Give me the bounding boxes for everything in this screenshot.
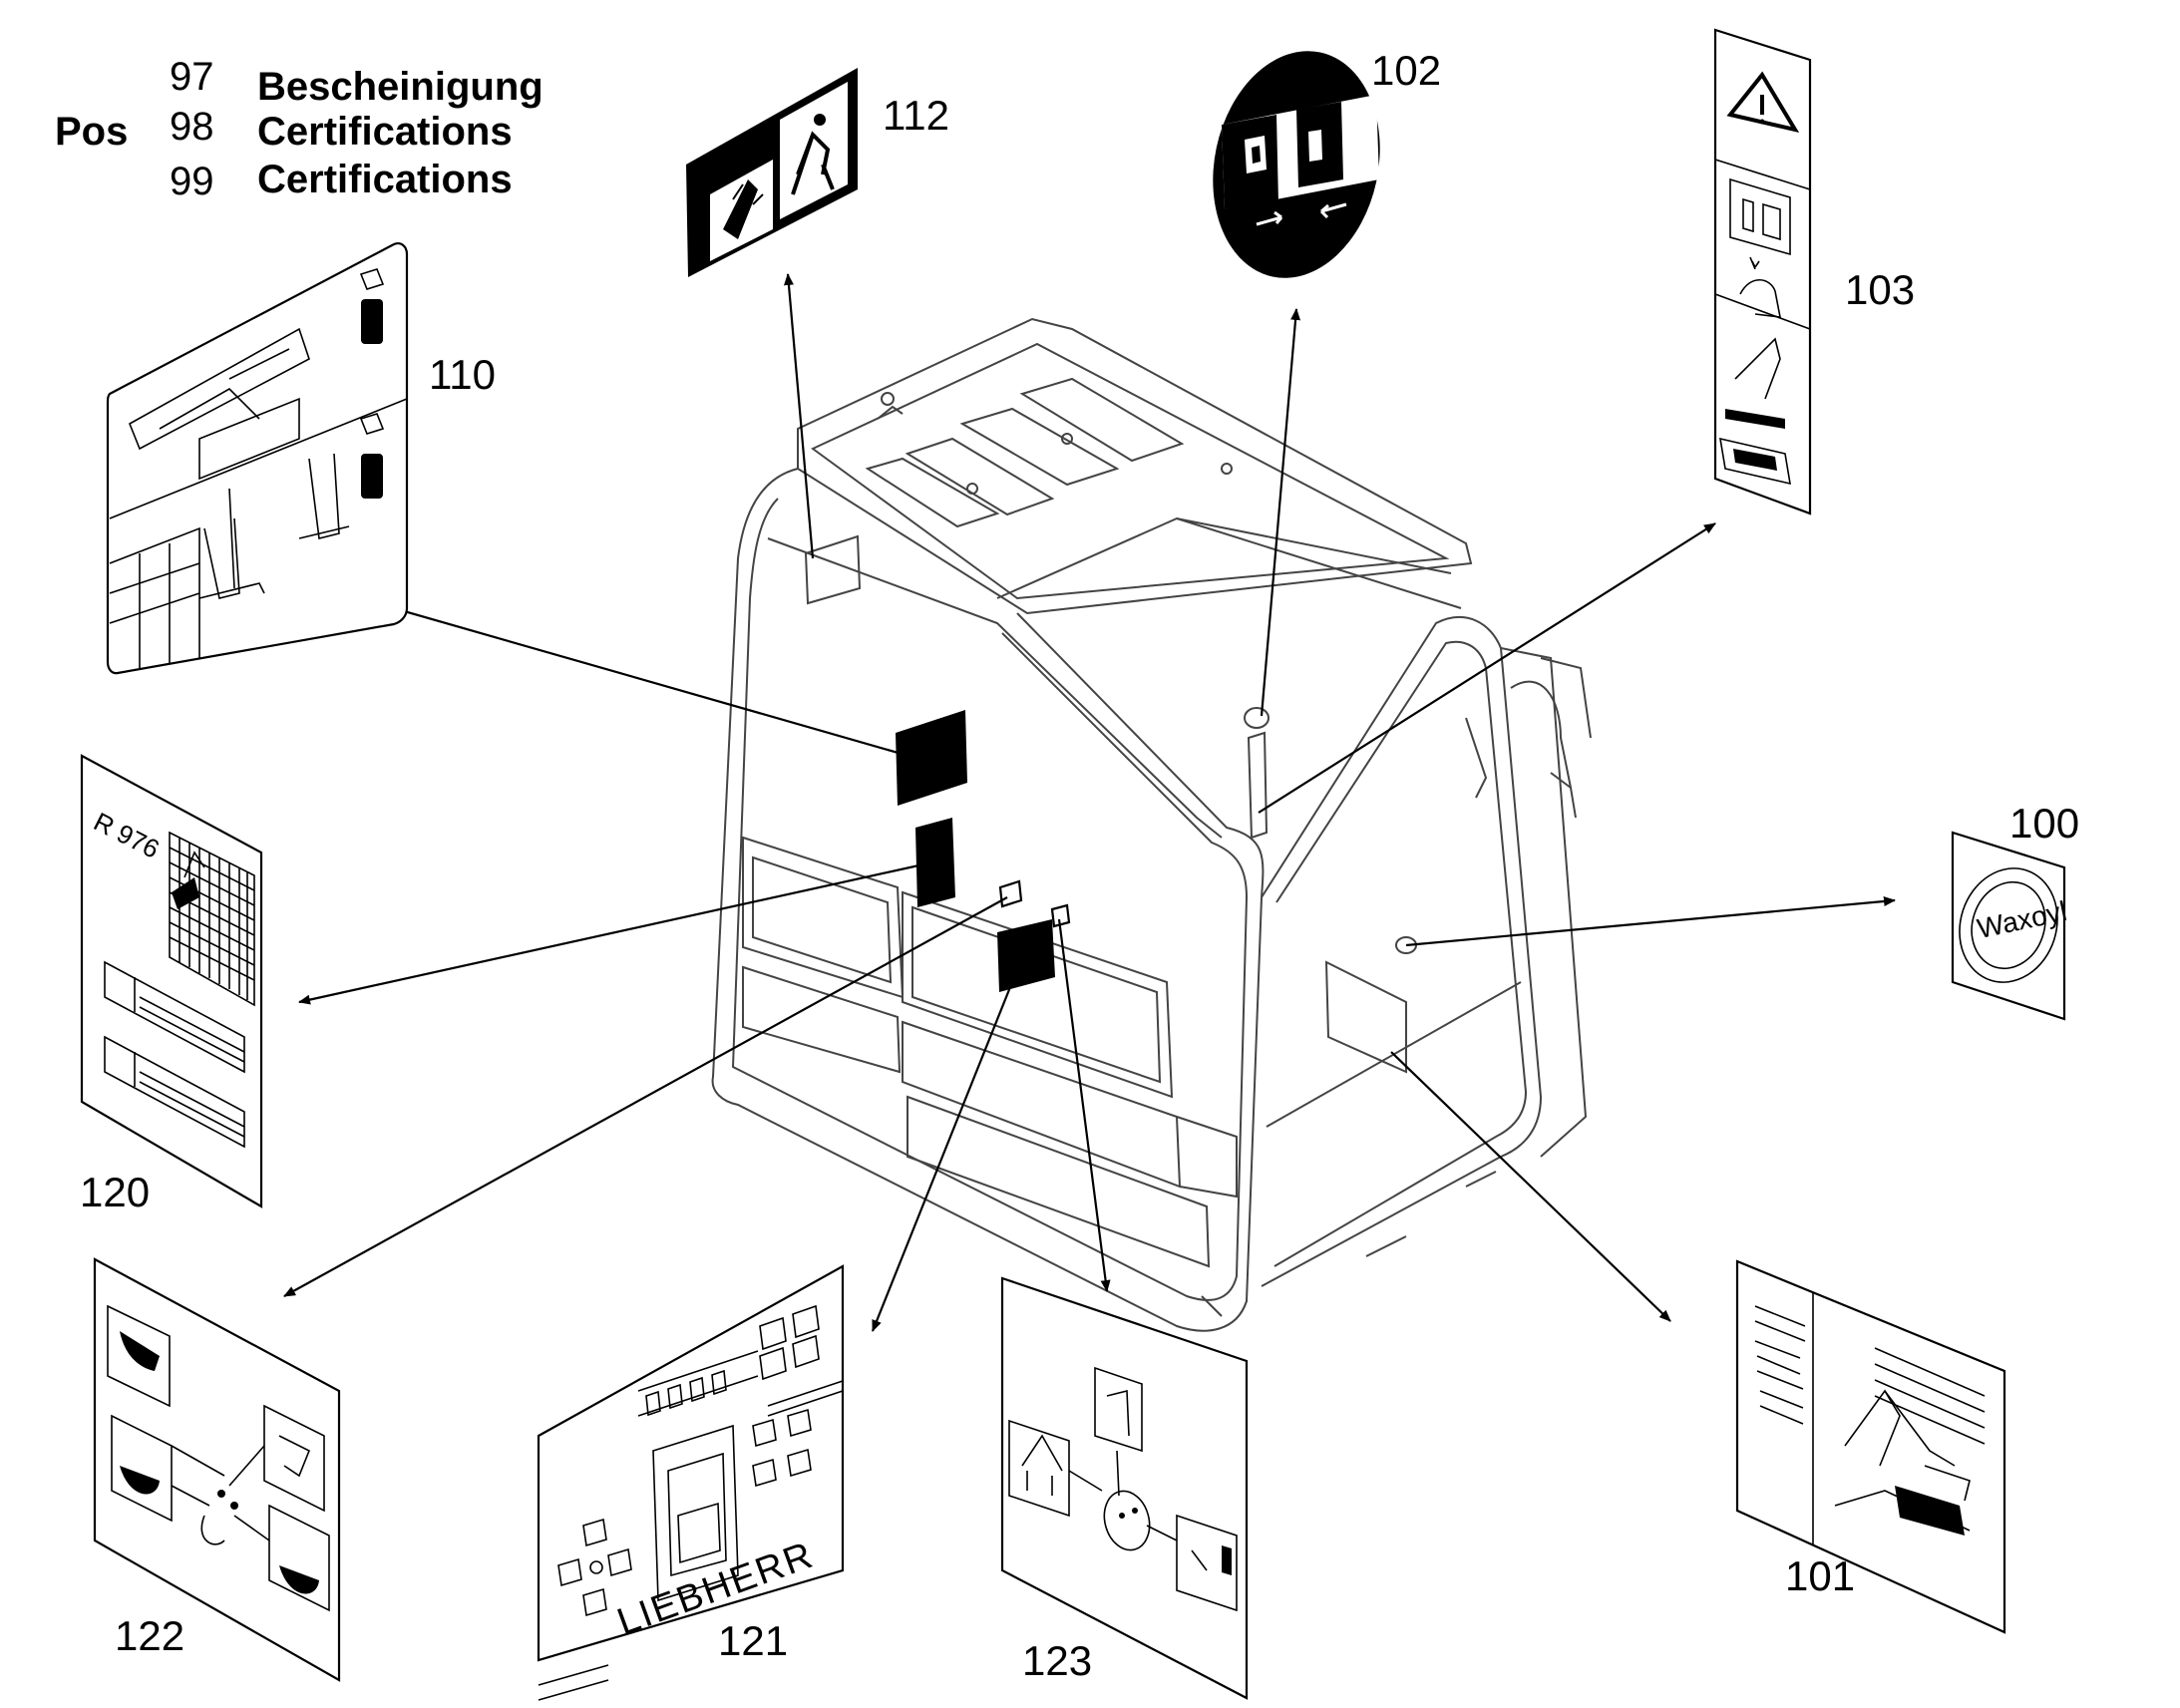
callout-101: 101 [1785, 1552, 1855, 1599]
callout-121: 121 [718, 1617, 788, 1664]
decal-112 [686, 68, 858, 277]
leader-101 [1390, 1051, 1671, 1322]
leader-121 [871, 981, 1014, 1332]
callout-123: 123 [1022, 1637, 1092, 1684]
operator-cab [711, 317, 1592, 1332]
callout-112: 112 [883, 92, 949, 139]
legend-num-99: 99 [170, 160, 214, 203]
callout-numbers: 100 101 102 103 110 112 120 121 122 123 [80, 47, 2079, 1684]
position-legend: Pos 97 98 99 Bescheinigung Certification… [55, 55, 544, 203]
decal-120: R 976 [80, 754, 263, 1208]
decal-103 [1713, 28, 1812, 515]
callout-102: 102 [1371, 47, 1441, 94]
decal-122 [93, 1257, 341, 1682]
leader-102 [1260, 308, 1301, 717]
callout-120: 120 [80, 1169, 150, 1215]
decal-123 [1000, 1276, 1249, 1700]
callout-122: 122 [115, 1612, 184, 1659]
decal-102 [1213, 51, 1380, 278]
leader-123 [1057, 918, 1111, 1292]
callout-100: 100 [2009, 800, 2079, 847]
legend-text-97: Bescheinigung [257, 65, 544, 109]
legend-prefix: Pos [55, 110, 128, 154]
decal-110 [106, 242, 409, 675]
leader-110 [323, 586, 916, 760]
legend-text-99: Certifications [257, 158, 513, 201]
leader-120 [298, 860, 933, 1005]
leader-122 [283, 896, 1008, 1297]
decal-100: Waxoyl [1951, 831, 2069, 1021]
leader-103 [1258, 522, 1716, 814]
callout-110: 110 [429, 351, 496, 398]
decal-121: LIEBHERR [537, 1264, 845, 1701]
legend-num-98: 98 [170, 105, 214, 149]
legend-text-98: Certifications [257, 110, 513, 154]
legend-num-97: 97 [170, 55, 214, 99]
decal-101 [1735, 1259, 2006, 1634]
leader-100 [1405, 896, 1896, 947]
leader-112 [783, 273, 815, 559]
callout-103: 103 [1845, 266, 1915, 313]
leader-lines [283, 273, 1896, 1332]
